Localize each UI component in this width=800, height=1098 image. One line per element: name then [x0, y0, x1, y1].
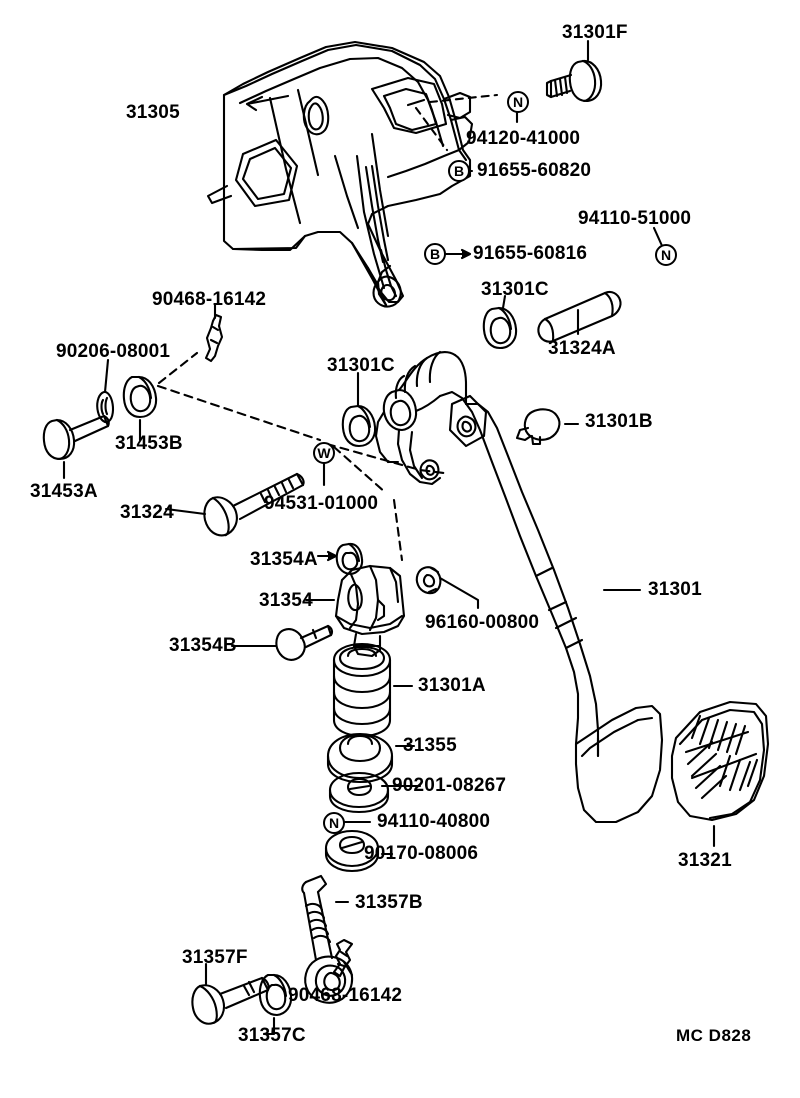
part-31321-pedal-pad	[670, 700, 770, 822]
label-90206-08001: 90206-08001	[56, 341, 171, 362]
footer-code: MC D828	[676, 1026, 752, 1045]
arrow-91655-60816	[460, 248, 472, 260]
part-31357F-pin	[191, 976, 270, 1025]
label-91655-60820: 91655-60820	[477, 160, 592, 181]
label-31321: 31321	[678, 850, 732, 871]
badge-w-icon-94531: W	[313, 442, 335, 464]
label-31354B: 31354B	[169, 635, 237, 656]
leader-96160-00800	[438, 576, 480, 610]
part-31324-bolt	[203, 472, 305, 537]
part-31354B-pin	[275, 624, 334, 661]
badge-n-icon-94110-51000: N	[655, 244, 677, 266]
label-31354A: 31354A	[250, 549, 318, 570]
label-90201-08267: 90201-08267	[392, 775, 507, 796]
arrow-31354A	[326, 550, 338, 562]
label-31453B: 31453B	[115, 433, 183, 454]
label-31301: 31301	[648, 579, 702, 600]
part-31324A-shaft	[537, 290, 622, 343]
badge-b-icon-91655-60820: B	[448, 160, 470, 182]
assembly-dashed-lines	[156, 351, 446, 562]
part-31453B-bushing	[122, 375, 158, 419]
leader-94120-41000	[428, 93, 499, 104]
label-31324A: 31324A	[548, 338, 616, 359]
label-91655-60816: 91655-60816	[473, 243, 588, 264]
part-31305-bracket	[206, 40, 474, 308]
label-31301B: 31301B	[585, 411, 653, 432]
label-31324: 31324	[120, 502, 174, 523]
part-31301B-stopper	[515, 408, 561, 446]
part-90468-16142-upper	[204, 313, 224, 363]
label-90468-16142-bot: 90468-16142	[288, 985, 403, 1006]
leader-91655-60820	[414, 106, 449, 152]
leader-31324	[164, 507, 207, 516]
label-31301C-mid: 31301C	[327, 355, 395, 376]
part-90170-08006-nut	[324, 829, 380, 873]
label-31354: 31354	[259, 590, 313, 611]
part-90201-08267-washer	[328, 771, 390, 814]
badge-b-icon-91655-60816: B	[424, 243, 446, 265]
label-94120-41000: 94120-41000	[466, 128, 581, 149]
leader-90206-08001	[103, 358, 110, 394]
label-90468-16142-top: 90468-16142	[152, 289, 267, 310]
label-94531-01000: 94531-01000	[264, 493, 379, 514]
part-31355-retainer	[326, 732, 394, 784]
label-31453A: 31453A	[30, 481, 98, 502]
part-31301C-bushing-upper	[482, 306, 518, 350]
label-94110-51000: 94110-51000	[578, 208, 692, 229]
label-31357C: 31357C	[238, 1025, 306, 1046]
part-90468-16142-bottom	[332, 938, 354, 978]
label-31355: 31355	[403, 735, 457, 756]
label-31301C-top: 31301C	[481, 279, 549, 300]
label-31301F: 31301F	[562, 22, 628, 43]
label-31357B: 31357B	[355, 892, 423, 913]
label-31357F: 31357F	[182, 947, 248, 968]
leader-31301C-upper	[501, 294, 507, 310]
label-90170-08006: 90170-08006	[364, 843, 479, 864]
badge-n-icon-94110-40800: N	[323, 812, 345, 834]
part-31301C-bushing-middle	[341, 404, 377, 448]
label-94110-40800: 94110-40800	[377, 811, 491, 832]
leader-90468-16142-bottom	[342, 960, 354, 977]
badge-n-icon-94120: N	[507, 91, 529, 113]
label-96160-00800: 96160-00800	[425, 612, 540, 633]
part-31357C-bushing	[258, 973, 293, 1017]
part-31301F-bolt	[545, 59, 603, 103]
part-31354-bracket	[334, 564, 406, 658]
part-31301A-spring	[332, 642, 392, 738]
label-31305: 31305	[126, 102, 180, 123]
label-31301A: 31301A	[418, 675, 486, 696]
leader-31357C	[262, 1016, 276, 1036]
part-96160-00800-clip	[415, 566, 442, 595]
part-31301-pedal-arm	[374, 350, 664, 824]
part-31453A-bolt	[42, 414, 110, 461]
